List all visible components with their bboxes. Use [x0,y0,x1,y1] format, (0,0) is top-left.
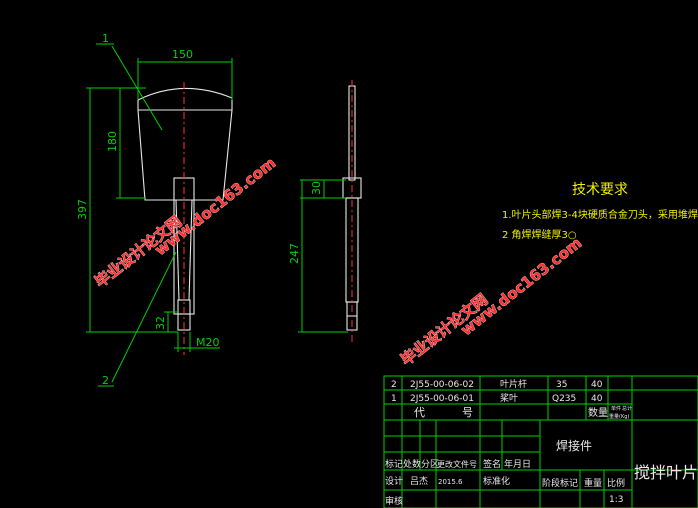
design-date: 2015.6 [438,478,463,486]
part1-code: 2J55-00-06-01 [410,394,474,404]
part2-no: 2 [391,380,397,390]
balloon-part-1: 1 [102,32,109,45]
std-label: 标准化 [483,475,510,487]
header-num-label: 号 [462,406,473,419]
scale-value: 1:3 [609,495,623,505]
tech-requirements: 技术要求 1.叶片头部焊3-4块硬质合金刀头，采用堆焊； 2 角焊焊缝厚3○ [502,182,698,241]
dim-head-height: 180 [106,131,119,152]
header-weight-label: 重量(Kg) [609,413,629,420]
dim-side-shaft: 247 [288,243,301,264]
design-name: 吕杰 [410,475,428,487]
tech-line-2: 2 角焊焊缝厚3○ [502,228,577,241]
review-label: 审核 [385,495,403,507]
rev-label-0: 标记 [385,458,403,470]
watermark-2: 毕业设计论文网 www.doc163.com [397,233,585,369]
watermark-url-1: www.doc163.com [151,154,279,259]
header-code-label: 代 [414,406,425,419]
rev-label-5: 年月日 [504,458,531,470]
dim-width-top: 150 [172,48,193,61]
weight-label: 重量 [584,477,602,489]
rev-label-1: 处数 [403,458,421,470]
dim-thread: M20 [196,336,220,349]
scale-label: 比例 [607,477,625,489]
rev-label-2: 分区 [421,459,439,470]
design-label: 设计 [385,475,403,487]
rev-label-3: 更改文件号 [437,459,477,469]
title-block: 2 2J55-00-06-02 叶片杆 35 40 1 2J55-00-06-0… [383,375,698,508]
drawing-title: 搅拌叶片 [634,463,698,482]
tech-line-1: 1.叶片头部焊3-4块硬质合金刀头，采用堆焊； [502,208,698,221]
tech-title: 技术要求 [572,182,628,198]
front-view: 150 180 397 32 M20 1 2 [76,32,233,387]
header-unit-label: 单件 [611,405,621,412]
dim-total-height: 397 [76,199,89,220]
weld-label: 焊接件 [556,438,592,453]
part1-material: Q235 [552,394,576,404]
balloon-part-2: 2 [102,374,109,387]
part2-qty: 40 [591,380,603,390]
dim-side-top: 30 [310,181,323,195]
stage-label: 阶段标记 [542,477,578,489]
dim-end-length: 32 [154,316,167,330]
watermark-url-2: www.doc163.com [457,234,585,339]
part1-name: 桨叶 [500,392,518,404]
part1-qty: 40 [591,394,603,404]
header-qty-label: 数量 [588,406,608,419]
part1-no: 1 [391,394,397,404]
part2-material: 35 [556,380,567,390]
part2-name: 叶片杆 [500,378,527,390]
rev-label-4: 签名 [483,458,501,470]
part2-code: 2J55-00-06-02 [410,380,474,390]
header-total-label: 总计 [622,405,632,412]
side-view: 30 247 [288,80,362,345]
